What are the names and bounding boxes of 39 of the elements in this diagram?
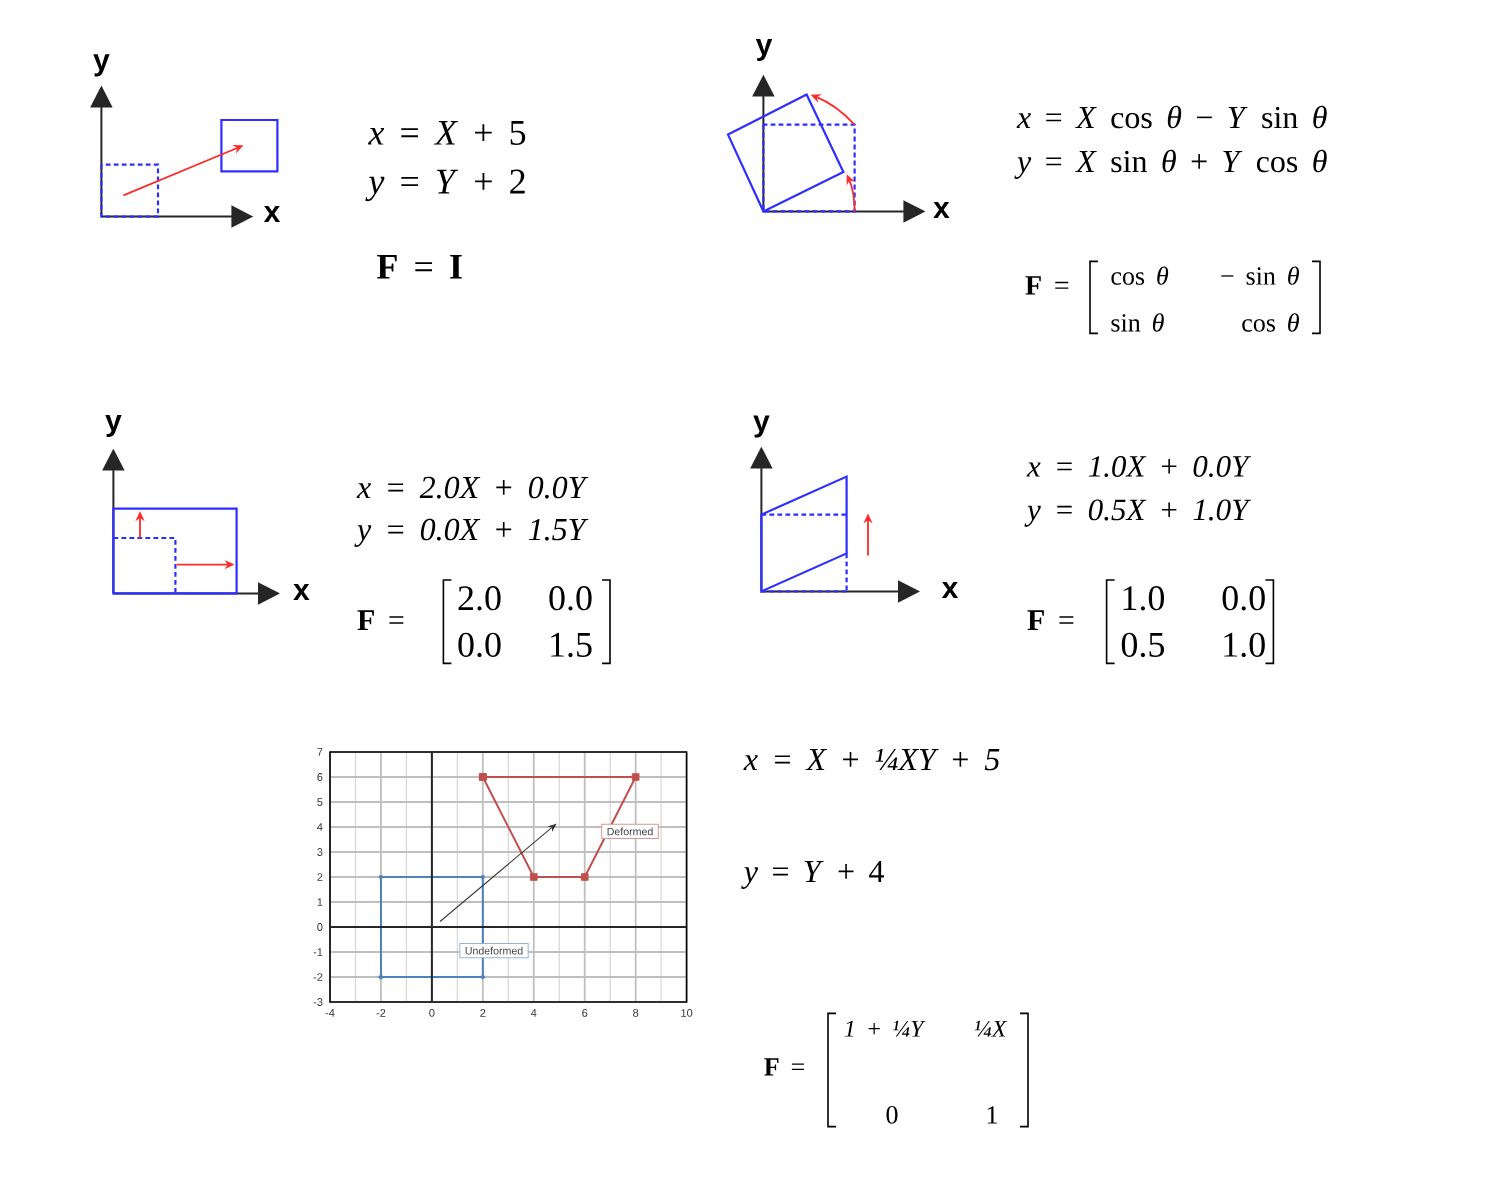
matrix-entry: ¼X — [974, 1020, 1008, 1037]
equation: F = I — [377, 255, 462, 279]
axis-label: x — [263, 206, 281, 222]
equation: x = 2.0X + 0.0Y — [356, 476, 589, 499]
matrix-entry: 1 + ¼Y — [844, 1020, 926, 1037]
matrix-entry: sin θ — [1111, 313, 1164, 332]
matrix-entry: cos θ — [1111, 266, 1169, 285]
matrix-entry: − sin θ — [1221, 266, 1299, 285]
axis-label: x — [293, 584, 310, 600]
equation: x = X cos θ − Y sin θ — [1016, 105, 1327, 129]
equation: F = — [764, 1058, 804, 1076]
matrix-entry: cos θ — [1242, 313, 1299, 332]
axis-label: y — [105, 414, 122, 437]
equation: y = Y + 4 — [741, 860, 884, 889]
axis-label: x — [933, 202, 950, 218]
equation: y = 0.5X + 1.0Y — [1024, 499, 1252, 527]
matrix-entry: 0.5 — [1121, 632, 1164, 658]
matrix-entry: 2.0 — [458, 586, 501, 611]
matrix-entry: 0 — [886, 1106, 898, 1124]
matrix-entry: 1 — [987, 1106, 997, 1124]
matrix-entry: 0.0 — [458, 632, 501, 658]
equation: F = — [1025, 276, 1069, 295]
matrix-entry: 1.0 — [1224, 632, 1265, 658]
equation: x = 1.0X + 0.0Y — [1026, 456, 1252, 478]
equation: y = X sin θ + Y cos θ — [1014, 149, 1327, 179]
equation: F = — [1027, 610, 1074, 630]
axis-label: y — [755, 38, 773, 61]
axis-label: y — [93, 54, 110, 77]
axis-label: x — [941, 582, 959, 598]
equation: y = Y + 2 — [365, 169, 525, 202]
matrix-entry: 1.0 — [1123, 586, 1165, 611]
equation: x = X + ¼XY + 5 — [743, 749, 1000, 771]
matrix-entry: 0.0 — [549, 586, 592, 611]
equation: x = X + 5 — [367, 121, 526, 145]
equation: y = 0.0X + 1.5Y — [354, 518, 589, 547]
axis-label: y — [753, 415, 770, 438]
matrix-entry: 0.0 — [1222, 586, 1265, 611]
equation: F = — [357, 610, 404, 630]
matrix-entry: 1.5 — [551, 632, 592, 658]
